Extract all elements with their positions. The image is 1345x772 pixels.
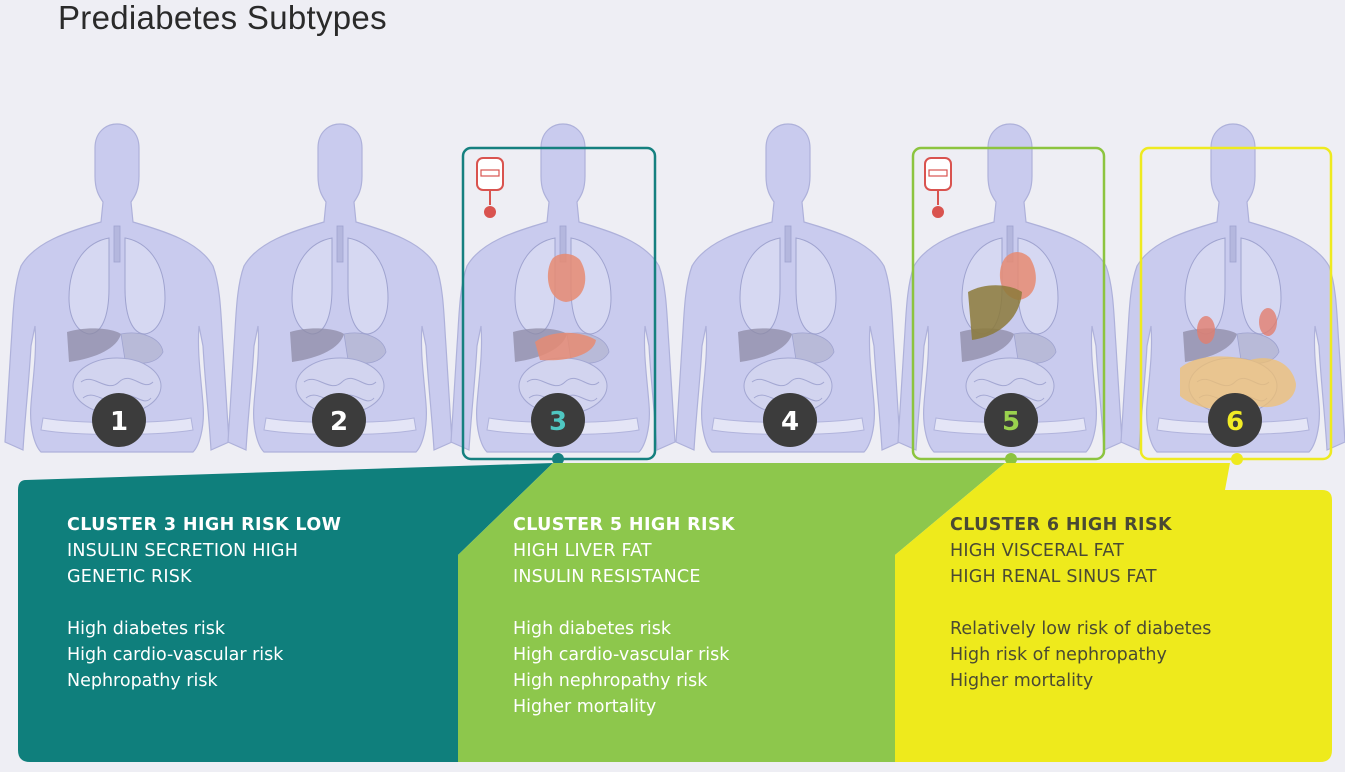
cluster-6-subtitle-1: HIGH VISCERAL FAT [950, 541, 1125, 561]
figure-4-badge [763, 393, 817, 447]
figure-2-badge [312, 393, 366, 447]
figure-1: 1 [4, 123, 230, 453]
figure-1-badge [92, 393, 146, 447]
figure-5-connector-dot [1005, 453, 1017, 465]
cluster-3-panel [18, 463, 553, 762]
cluster-5-risk-1: High diabetes risk [513, 619, 671, 639]
figure-1-number: 1 [110, 407, 128, 437]
pancreas-organ [535, 332, 596, 361]
cluster-5-panel [458, 463, 1005, 762]
cluster-5-heading: CLUSTER 5 HIGH RISK [513, 515, 735, 535]
cluster-3-text: CLUSTER 3 HIGH RISK LOW INSULIN SECRETIO… [67, 512, 341, 694]
liver-organ [968, 285, 1022, 340]
figure-6-number: 6 [1226, 407, 1244, 437]
figure-4: 4 [675, 123, 901, 453]
visceral-fat [1180, 356, 1296, 410]
blood-bag-icon [476, 157, 504, 218]
cluster-5-subtitle-2: INSULIN RESISTANCE [513, 567, 701, 587]
kidney-right [1259, 308, 1277, 336]
cluster-3-risk-3: Nephropathy risk [67, 671, 218, 691]
cluster-5-risk-4: Higher mortality [513, 697, 657, 717]
figure-6: 6 [1120, 123, 1345, 465]
heart-organ [547, 253, 586, 302]
cluster-3-subtitle-1: INSULIN SECRETION HIGH [67, 541, 299, 561]
cluster-6-subtitle-2: HIGH RENAL SINUS FAT [950, 567, 1157, 587]
blood-bag-icon [924, 157, 952, 218]
cluster-3-heading: CLUSTER 3 HIGH RISK LOW [67, 515, 342, 535]
figure-3: 3 [450, 123, 676, 465]
figure-5: 5 [897, 123, 1123, 465]
cluster-5-risk-3: High nephropathy risk [513, 671, 708, 691]
cluster-6-text: CLUSTER 6 HIGH RISK HIGH VISCERAL FAT HI… [950, 512, 1211, 694]
cluster-6-risk-3: Higher mortality [950, 671, 1094, 691]
cluster-3-risk-2: High cardio-vascular risk [67, 645, 284, 665]
figure-5-number: 5 [1002, 407, 1020, 437]
cluster-6-risk-2: High risk of nephropathy [950, 645, 1167, 665]
kidney-left [1197, 316, 1215, 344]
cluster-5-risk-2: High cardio-vascular risk [513, 645, 730, 665]
cluster-6-panel [895, 463, 1332, 762]
figure-3-connector-dot [552, 453, 564, 465]
figure-2-number: 2 [330, 407, 348, 437]
cluster-6-risk-1: Relatively low risk of diabetes [950, 619, 1212, 639]
cluster-6-heading: CLUSTER 6 HIGH RISK [950, 515, 1172, 535]
cluster-5-text: CLUSTER 5 HIGH RISK HIGH LIVER FAT INSUL… [513, 512, 735, 720]
figure-3-number: 3 [549, 407, 567, 437]
figure-4-number: 4 [781, 407, 799, 437]
cluster-3-risk-1: High diabetes risk [67, 619, 225, 639]
figure-6-badge [1208, 393, 1262, 447]
figure-3-badge [531, 393, 585, 447]
page-title: Prediabetes Subtypes [58, 0, 387, 36]
cluster-3-subtitle-2: GENETIC RISK [67, 567, 192, 587]
figure-2: 2 [227, 123, 453, 453]
figure-6-connector-dot [1231, 453, 1243, 465]
figure-5-badge [984, 393, 1038, 447]
cluster-5-subtitle-1: HIGH LIVER FAT [513, 541, 652, 561]
